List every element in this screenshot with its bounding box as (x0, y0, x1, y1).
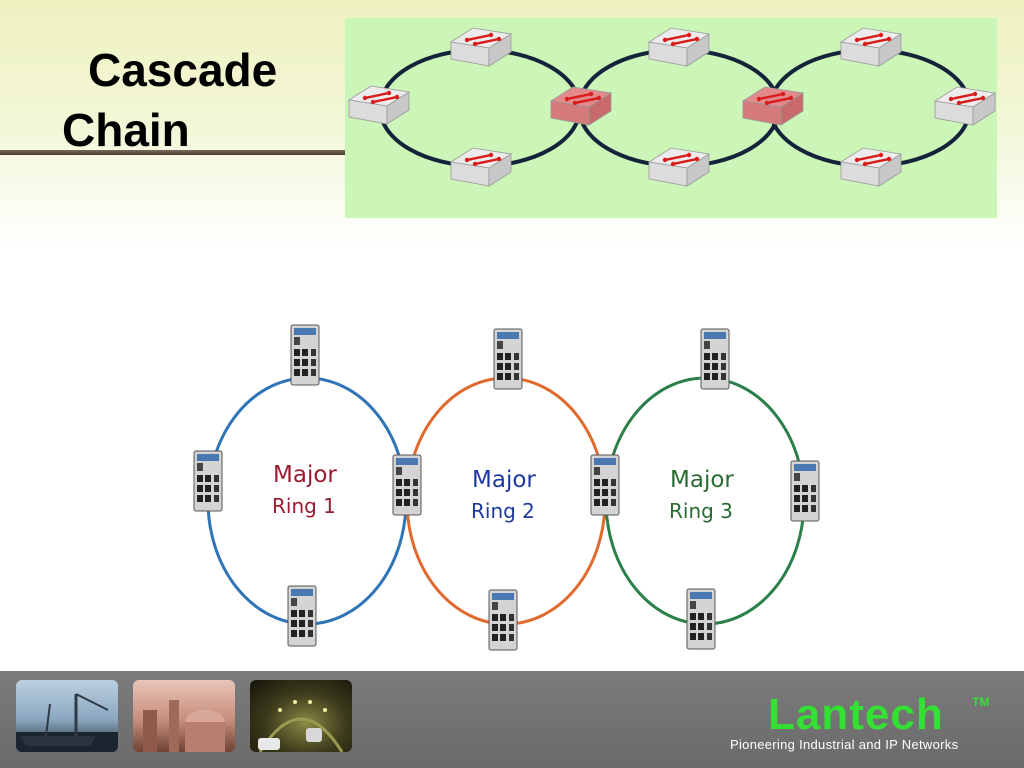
page-title: Cascade Chain (62, 40, 352, 160)
network-switch (933, 86, 997, 126)
din-rail-switch-icon (290, 324, 320, 386)
network-switch (839, 147, 903, 187)
arrow-icon (950, 92, 976, 101)
arrow-icon (364, 91, 390, 100)
shared-ring-switch (549, 86, 613, 126)
arrow-icon (466, 33, 492, 42)
din-rail-switch-icon (488, 589, 518, 651)
arrow-icon (672, 157, 698, 166)
title-line-1: Cascade (88, 44, 278, 96)
din-rail-switches (193, 324, 820, 651)
ring-2-label-ring: Ring 2 (471, 499, 535, 523)
top-cascade-diagram (345, 18, 997, 218)
photo-industrial-plant (133, 680, 235, 752)
trademark-mark: TM (972, 695, 990, 709)
din-rail-switch-icon (700, 328, 730, 390)
arrow-icon (466, 153, 492, 162)
din-rail-switch-icon (193, 450, 223, 512)
major-rings-svg: Major Ring 1 Major Ring 2 Major Ring 3 (193, 324, 820, 651)
photo-tunnel-traffic (250, 680, 352, 752)
arrow-icon (672, 37, 698, 46)
din-rail-switch-icon (590, 454, 620, 516)
arrow-icon (758, 92, 784, 101)
din-rail-switch-icon (790, 460, 820, 522)
top-diagram-svg (347, 27, 997, 187)
din-rail-switch-icon (686, 588, 716, 650)
title-underline (0, 150, 346, 155)
arrow-icon (856, 153, 882, 162)
lantech-logo: Lantech (768, 690, 944, 739)
ring-3-label-major: Major (670, 467, 734, 493)
top-switches (347, 27, 997, 187)
arrow-icon (864, 157, 890, 166)
arrow-icon (664, 153, 690, 162)
shared-ring-switch (741, 86, 805, 126)
network-switch (647, 27, 711, 67)
title-line-2: Chain (62, 104, 190, 156)
company-tagline: Pioneering Industrial and IP Networks (730, 737, 959, 752)
ring-3-label-ring: Ring 3 (669, 499, 733, 523)
photo-harbor-crane (16, 680, 118, 752)
arrow-icon (864, 37, 890, 46)
ring-1-label-ring: Ring 1 (272, 494, 336, 518)
top-ring-1 (378, 48, 582, 168)
network-switch (449, 27, 513, 67)
arrow-icon (372, 95, 398, 104)
din-rail-switch-icon (392, 454, 422, 516)
arrow-icon (474, 157, 500, 166)
network-switch (647, 147, 711, 187)
arrow-icon (958, 96, 984, 105)
arrow-icon (766, 96, 792, 105)
arrow-icon (856, 33, 882, 42)
arrow-icon (566, 92, 592, 101)
arrow-icon (574, 96, 600, 105)
footer-bar: Lantech TM Pioneering Industrial and IP … (0, 671, 1024, 768)
network-switch (449, 147, 513, 187)
network-switch (347, 85, 411, 125)
major-rings-diagram: Major Ring 1 Major Ring 2 Major Ring 3 (180, 320, 840, 660)
arrow-icon (664, 33, 690, 42)
din-rail-switch-icon (493, 328, 523, 390)
network-switch (839, 27, 903, 67)
din-rail-switch-icon (287, 585, 317, 647)
arrow-icon (474, 37, 500, 46)
ring-1-label-major: Major (273, 462, 337, 488)
ring-2-label-major: Major (472, 467, 536, 493)
